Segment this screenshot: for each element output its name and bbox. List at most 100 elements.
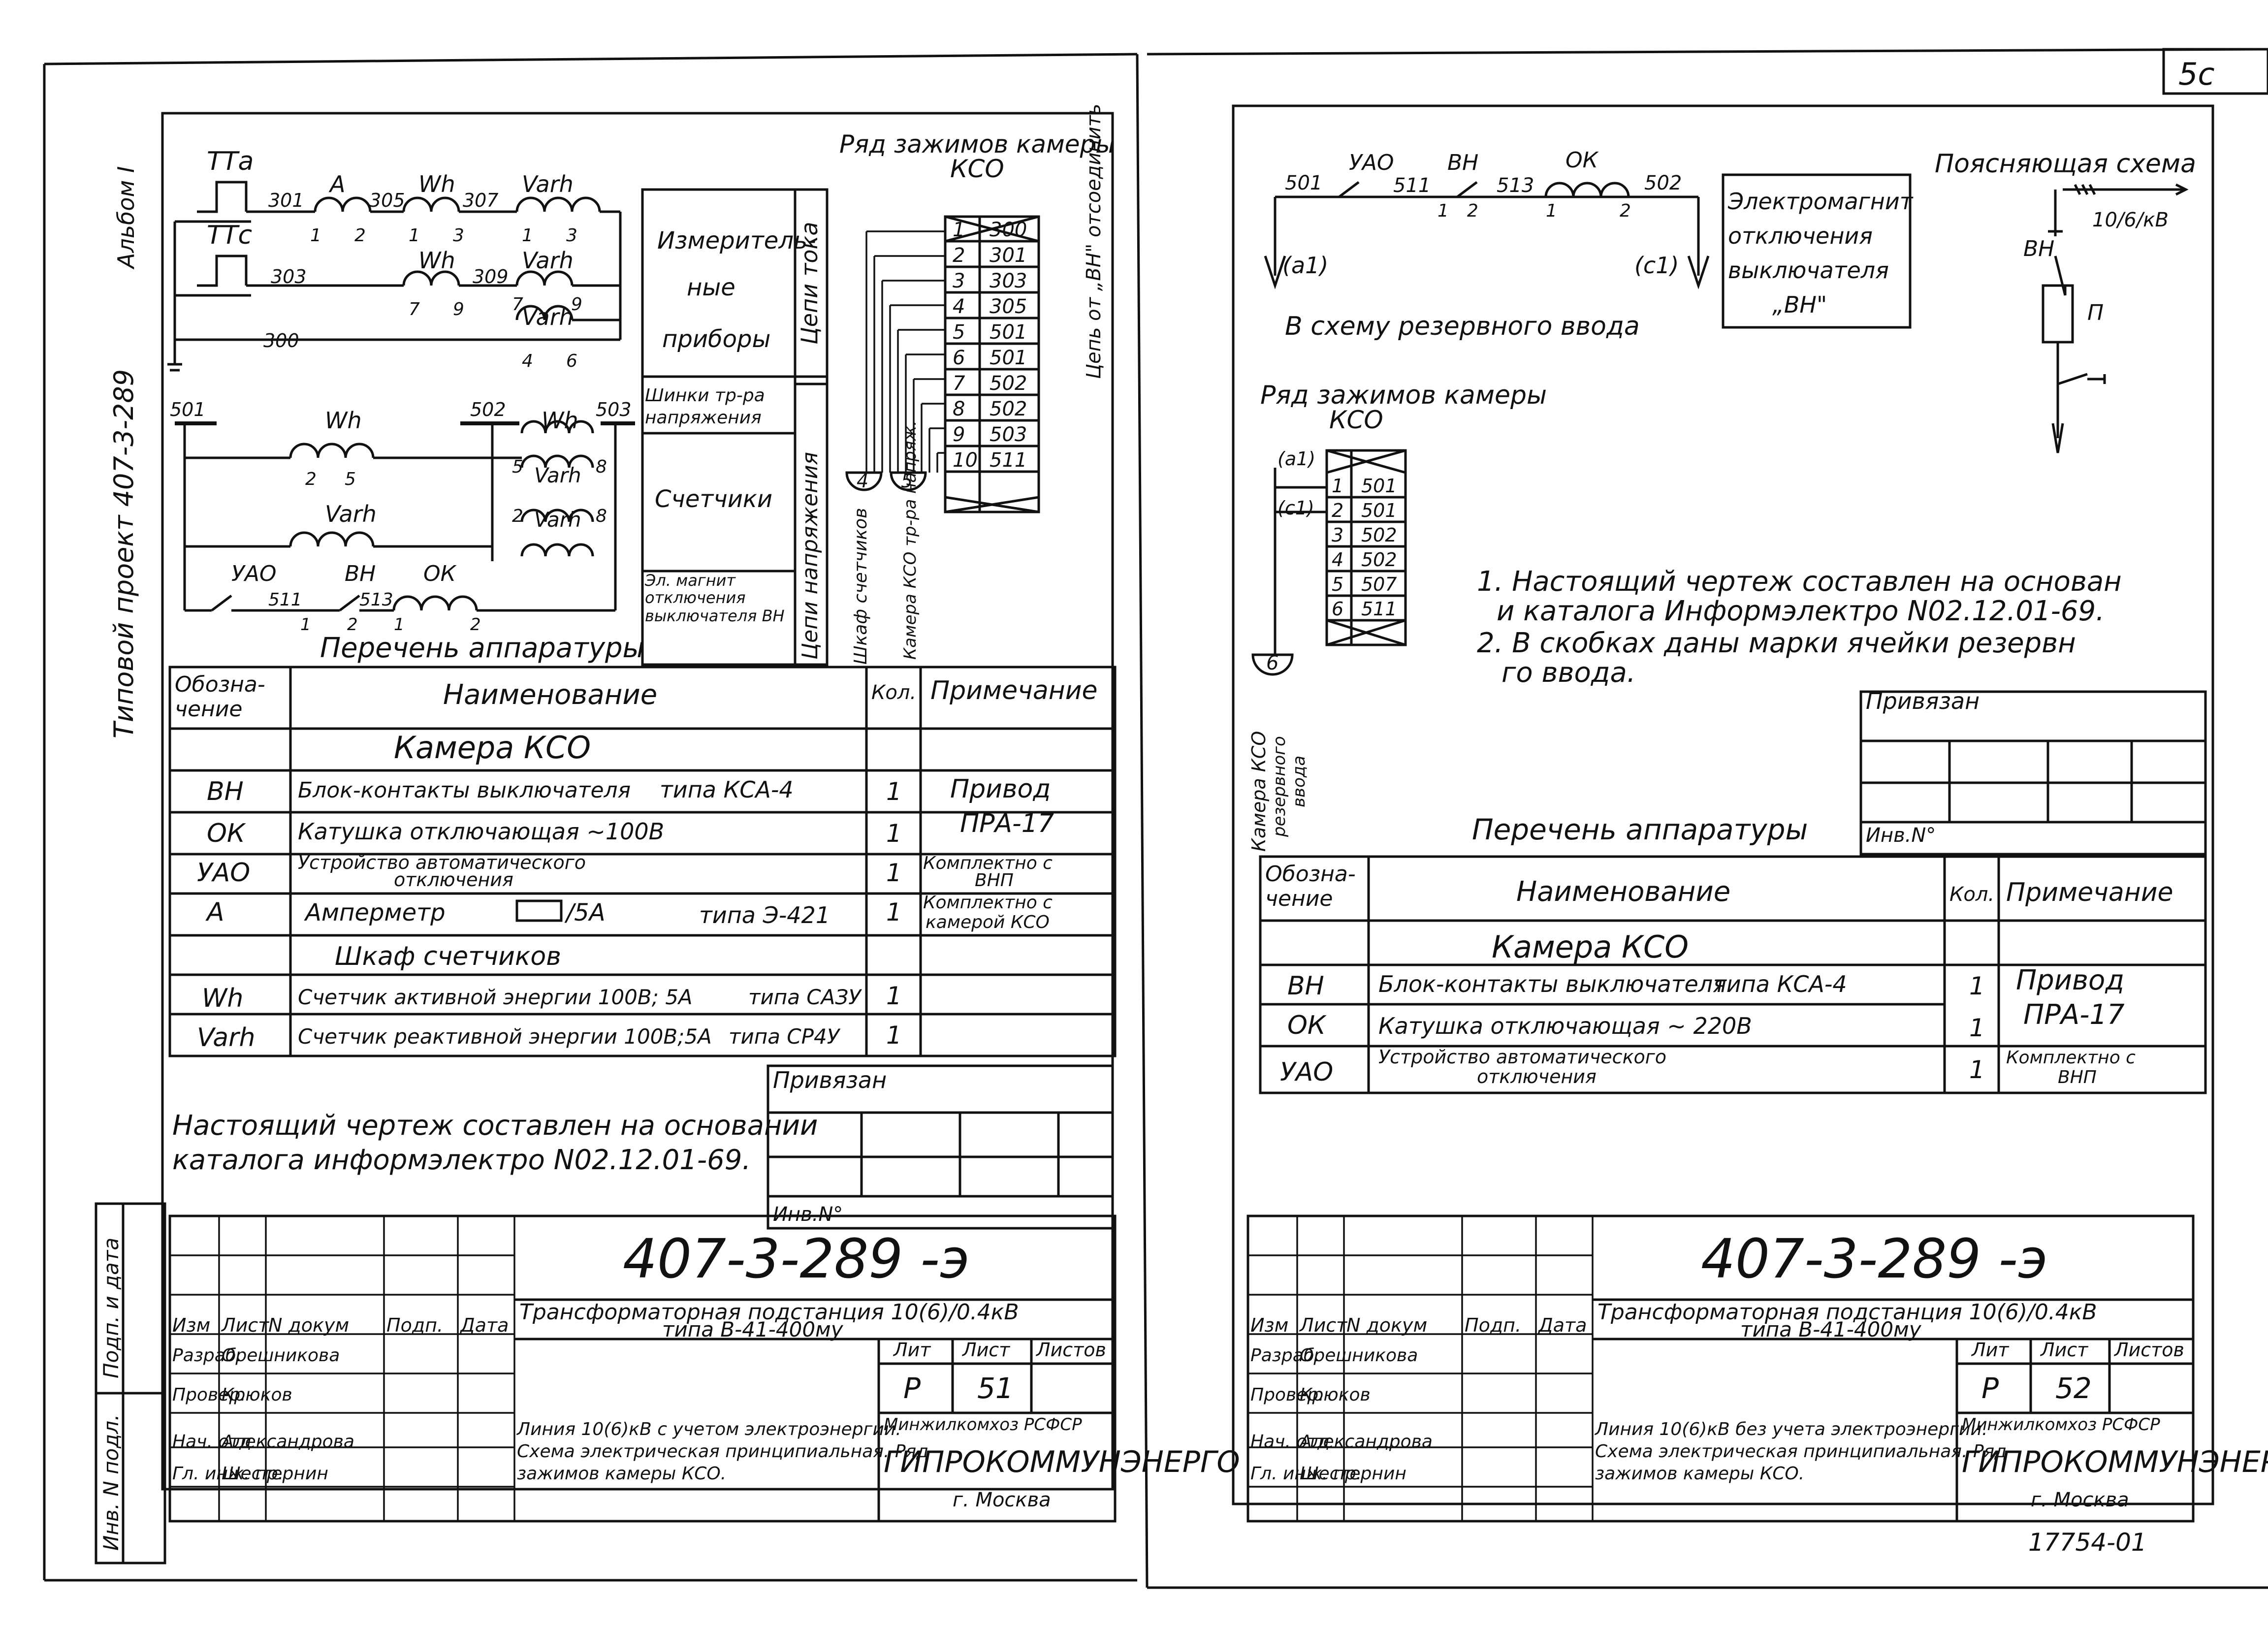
right-arrow-c bbox=[1687, 255, 1710, 289]
row-note: ПРА-17 bbox=[960, 809, 1054, 838]
title-text-2: типа В-41-400му bbox=[662, 1317, 844, 1341]
title-sheet: Лист bbox=[2040, 1339, 2089, 1361]
r-note-2b: го ввода. bbox=[1501, 657, 1636, 689]
row-name: Катушка отключающая ~100В bbox=[298, 818, 664, 845]
row-note: ВНП bbox=[975, 870, 1014, 891]
r-connector-label-3: ввода bbox=[1289, 756, 1309, 807]
row-qty: 1 bbox=[886, 777, 902, 806]
ammeter-label: А bbox=[328, 171, 345, 197]
r-terminal-wire: 502 bbox=[1361, 524, 1397, 546]
title-person-role: Нач. отд bbox=[172, 1432, 252, 1452]
row-code: Varh bbox=[197, 1023, 255, 1053]
term: 1 bbox=[310, 225, 321, 246]
term: 2 bbox=[354, 225, 366, 246]
wire-line bbox=[2081, 184, 2089, 195]
r-col-code-1: Обозна- bbox=[1265, 862, 1356, 887]
r-magnet-3: выключателя bbox=[1728, 257, 1889, 284]
r-row-name: отключения bbox=[1477, 1066, 1597, 1087]
title-person-role: Гл. инж. пр. bbox=[1250, 1464, 1362, 1484]
wire-line bbox=[1456, 181, 1478, 198]
r-wire-501: 501 bbox=[1285, 172, 1322, 194]
term: 4 bbox=[522, 351, 533, 371]
varh-v-coil bbox=[520, 454, 594, 468]
varh-v2-label: Varh bbox=[534, 508, 581, 532]
terminal-number: 3 bbox=[953, 270, 965, 292]
drawing-lines bbox=[43, 48, 2268, 1589]
r-terminal-number: 1 bbox=[1332, 475, 1343, 497]
row-qty: 1 bbox=[886, 898, 902, 926]
title-person-role: Гл. инж. пр. bbox=[172, 1464, 284, 1484]
title-person-role: Провер. bbox=[1250, 1385, 1324, 1405]
varh-v4-label: Varh bbox=[325, 501, 377, 527]
page-number: 5c bbox=[2178, 56, 2215, 92]
r-magnet-box bbox=[1722, 173, 1912, 329]
r-term-marker-a1: (а1) bbox=[1278, 448, 1315, 470]
r-connector-label-2: резервного bbox=[1270, 736, 1289, 837]
r-marker-c1: (с1) bbox=[1634, 252, 1679, 279]
wh-v-coil bbox=[289, 443, 375, 458]
r-row-name: Устройство автоматического bbox=[1378, 1046, 1666, 1068]
sheet-top-right bbox=[1147, 48, 2268, 56]
connector-5-num: 5 bbox=[901, 470, 913, 492]
wire-501: 501 bbox=[170, 399, 206, 420]
terminal-number: 5 bbox=[953, 321, 965, 344]
row-type: типа Э-421 bbox=[699, 902, 830, 928]
term: 3 bbox=[453, 225, 464, 246]
r-terminal-wire: 511 bbox=[1361, 598, 1397, 620]
left-privyazan-label: Привязан bbox=[773, 1067, 887, 1093]
col-note: Примечание bbox=[930, 676, 1098, 705]
wire-511: 511 bbox=[268, 590, 302, 610]
varh-label-3: Varh bbox=[522, 304, 574, 330]
title-person-role: Провер. bbox=[172, 1385, 246, 1405]
block-bus-1: Шинки тр-ра bbox=[645, 385, 765, 406]
title-person-role: Нач. отд bbox=[1250, 1432, 1330, 1452]
wire-line bbox=[2074, 184, 2081, 195]
term: 1 bbox=[1437, 201, 1449, 221]
wh-v-label: Wh bbox=[325, 407, 362, 434]
r-terminal-wire: 501 bbox=[1361, 500, 1397, 521]
title-description: Линия 10(6)кВ без учета электроэнергии. bbox=[1594, 1419, 1987, 1439]
row-name: Блок-контакты выключателя bbox=[298, 778, 631, 803]
title-description: Схема электрическая принципиальная. Ряд bbox=[1595, 1441, 2007, 1462]
title-org-top: Минжилкомхоз РСФСР bbox=[1962, 1415, 2160, 1435]
term: 8 bbox=[596, 457, 607, 477]
r-row-code: ВН bbox=[1287, 971, 1324, 1001]
r-col-name: Наименование bbox=[1516, 876, 1730, 908]
left-privyazan bbox=[767, 1064, 1114, 1230]
connector-4-num: 4 bbox=[857, 470, 868, 492]
row-note: Комплектно с bbox=[923, 893, 1053, 913]
r-row-note: Привод bbox=[2016, 964, 2124, 996]
col-code-1: Обозна- bbox=[175, 672, 265, 697]
block-meas-3: приборы bbox=[662, 325, 770, 353]
title-person-role: Разраб. bbox=[172, 1345, 242, 1366]
title-text-1: Трансформаторная подстанция 10(6)/0.4кВ bbox=[1597, 1300, 2097, 1325]
terminal-wire: 501 bbox=[990, 321, 1027, 344]
wire-line bbox=[1326, 449, 1406, 474]
left-note-1: Настоящий чертеж составлен на основании bbox=[172, 1110, 818, 1142]
r-vn-label: ВН bbox=[1447, 150, 1478, 175]
r-row-name: Катушка отключающая ~ 220В bbox=[1378, 1013, 1752, 1039]
title-person-name: Шестернин bbox=[1300, 1464, 1406, 1484]
terminal-number: 9 bbox=[953, 423, 965, 446]
r-inv-label: Инв.N° bbox=[1866, 824, 1936, 847]
row-code: ОК bbox=[207, 819, 246, 848]
r-row-code: УАО bbox=[1280, 1057, 1333, 1087]
title-col-header: Изм bbox=[172, 1314, 210, 1336]
term: 3 bbox=[566, 225, 577, 246]
r-terminal-title-1: Ряд зажимов камеры bbox=[1260, 381, 1547, 410]
ct-a-label: ТТа bbox=[207, 147, 254, 176]
left-note-2: каталога информэлектро N02.12.01-69. bbox=[172, 1144, 751, 1176]
r-expl-title: Поясняющая схема bbox=[1935, 149, 2196, 179]
varh-label-1: Varh bbox=[522, 171, 574, 197]
title-lit-value: Р bbox=[903, 1372, 921, 1405]
wh-coil-2 bbox=[402, 270, 460, 286]
row-qty: 1 bbox=[886, 1021, 902, 1050]
wire-line bbox=[945, 215, 1039, 243]
ct-c-label: ТТс bbox=[207, 221, 252, 250]
r-terminal-number: 3 bbox=[1332, 524, 1343, 546]
block-voltage: Цепи напряжения bbox=[798, 452, 823, 660]
sheet-fold bbox=[1136, 54, 1149, 1588]
r-wire-513: 513 bbox=[1497, 174, 1534, 197]
wh-label-2: Wh bbox=[418, 247, 455, 274]
r-row-type: типа КСА-4 bbox=[1713, 971, 1847, 997]
